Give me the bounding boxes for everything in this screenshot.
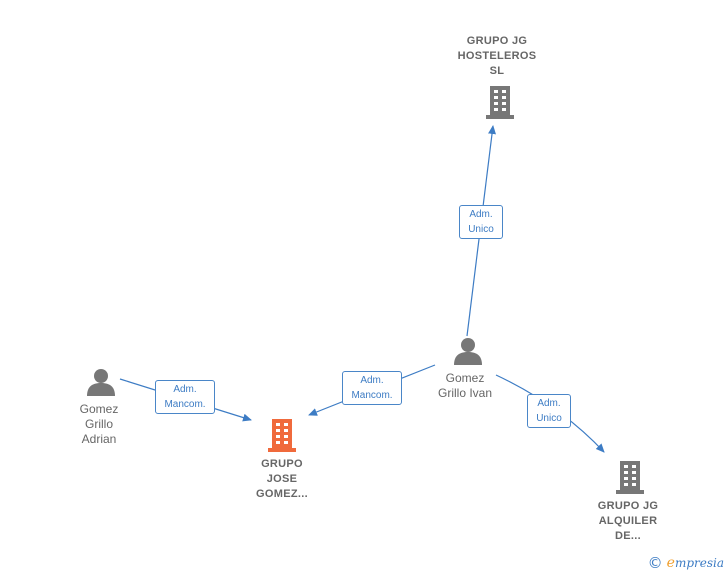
brand-logo: empresia: [666, 555, 724, 571]
edge-label-adm-mancom[interactable]: Adm. Mancom.: [342, 371, 402, 405]
brand-watermark[interactable]: © empresia: [648, 554, 724, 572]
company-label: GRUPO JG ALQUILER DE...: [597, 500, 659, 542]
node-grupo-jg-hosteleros[interactable]: GRUPO JG HOSTELEROS SL: [447, 34, 547, 79]
person-icon[interactable]: [86, 367, 116, 397]
edge-label-adm-unico[interactable]: Adm. Unico: [527, 394, 571, 428]
person-label: Gomez Grillo Ivan: [437, 371, 493, 400]
node-grupo-jg-alquiler[interactable]: GRUPO JG ALQUILER DE...: [582, 499, 674, 544]
edge-label-adm-unico[interactable]: Adm. Unico: [459, 205, 503, 239]
node-gomez-grillo-ivan[interactable]: Gomez Grillo Ivan: [420, 371, 510, 401]
copyright-icon: ©: [647, 554, 663, 572]
person-icon[interactable]: [453, 336, 483, 366]
company-label: GRUPO JG HOSTELEROS SL: [457, 35, 537, 77]
node-grupo-jose-gomez[interactable]: GRUPO JOSE GOMEZ...: [232, 457, 332, 502]
edge-label-adm-mancom[interactable]: Adm. Mancom.: [155, 380, 215, 414]
building-icon[interactable]: [484, 84, 516, 120]
node-gomez-grillo-adrian[interactable]: Gomez Grillo Adrian: [59, 402, 139, 447]
company-label: GRUPO JOSE GOMEZ...: [256, 458, 308, 500]
person-label: Gomez Grillo Adrian: [79, 402, 119, 446]
building-icon[interactable]: [266, 417, 298, 453]
building-icon[interactable]: [614, 459, 646, 495]
